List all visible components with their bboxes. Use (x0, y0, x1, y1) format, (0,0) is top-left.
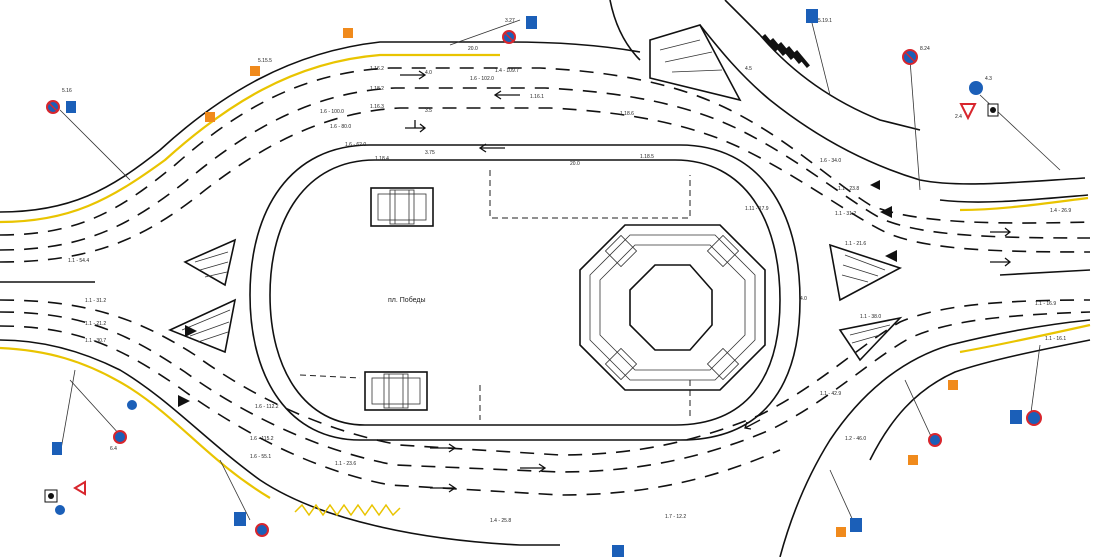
marking-label: 1.18.2 (370, 86, 384, 92)
marking-label: 1.6 - 55.1 (250, 454, 271, 460)
marking-label: 1.6 - 100.0 (320, 109, 344, 115)
warning-sign-icon (908, 455, 918, 465)
marking-label: 1.4 - 25.8 (490, 518, 511, 524)
marking-label: 1.1 - 31.2 (835, 211, 856, 217)
marking-label: 1.18.4 (375, 156, 389, 162)
marking-label: 1.1 - 54.4 (68, 258, 89, 264)
central-island (249, 144, 801, 441)
traffic-light-icon (987, 103, 999, 117)
marking-label: 1.1 - 31.2 (85, 298, 106, 304)
parking-sign-icon (66, 101, 76, 113)
information-sign-icon (612, 545, 624, 557)
marking-label: 1.1 - 23.8 (838, 186, 859, 192)
marking-label: 1.4 - 26.9 (1050, 208, 1071, 214)
information-sign-icon (52, 442, 62, 455)
lane-lines (0, 67, 1091, 496)
warning-sign-icon (836, 527, 846, 537)
information-sign-icon (234, 512, 246, 526)
width-label: 3.5 (425, 108, 432, 114)
sign-code: 5.16 (62, 88, 72, 94)
information-sign-icon (1010, 410, 1022, 424)
monument-octagon (579, 224, 766, 391)
width-label: 4.0 (425, 70, 432, 76)
width-label: 20.0 (468, 46, 478, 52)
marking-label: 1.6 - 115.2 (250, 436, 274, 442)
yield-markings (178, 180, 897, 407)
information-sign-icon (526, 16, 537, 29)
information-sign-icon (850, 518, 862, 532)
roundabout-sign-icon (55, 505, 65, 515)
no-stopping-sign-icon (255, 523, 269, 537)
marking-label: 1.18.6 (620, 111, 634, 117)
no-parking-sign-icon (113, 430, 127, 444)
marking-label: 1.1 - 16.9 (1035, 301, 1056, 307)
marking-label: 1.16.3 (370, 104, 384, 110)
marking-label: 1.1 - 38.0 (860, 314, 881, 320)
no-stopping-sign-icon (1026, 410, 1042, 426)
marking-label: 1.1 - 30.7 (85, 338, 106, 344)
marking-label: 1.2 - 46.0 (845, 436, 866, 442)
north-pavilion (370, 187, 434, 227)
marking-label: 1.16.2 (370, 66, 384, 72)
square-label: пл. Победы (388, 296, 425, 304)
sign-code: 2.4 (955, 114, 962, 120)
south-pavilion (364, 371, 428, 411)
sign-code: 6.4 (110, 446, 117, 452)
zigzag-marking (294, 503, 401, 517)
no-stopping-sign-icon (902, 49, 918, 65)
marking-label: 1.1 - 21.2 (85, 321, 106, 327)
marking-label: 1.6 - 102.0 (470, 76, 494, 82)
sign-code: 3.27 (505, 18, 515, 24)
width-label: 4.0 (800, 296, 807, 302)
marking-label: 1.1 - 21.6 (845, 241, 866, 247)
sign-code: 5.19.1 (818, 18, 832, 24)
pedestrian-sign-icon (127, 400, 137, 410)
lane-arrows (400, 70, 1012, 493)
give-way-sign-icon (73, 480, 86, 496)
marking-label: 1.6 - 112.2 (255, 404, 279, 410)
warning-sign-icon (250, 66, 260, 76)
annotations: пл. Победы 1.6 - 102.0 1.4 - 109.7 1.16.… (62, 18, 1071, 524)
sign-code: 4.3 (985, 76, 992, 82)
marking-label: 1.18.5 (640, 154, 654, 160)
no-parking-sign-icon (46, 100, 60, 114)
marking-label: 1.6 - 34.0 (820, 158, 841, 164)
marking-label: 1.16.1 (530, 94, 544, 100)
warning-sign-icon (948, 380, 958, 390)
marking-label: 1.7 - 12.2 (665, 514, 686, 520)
give-way-sign-icon (959, 103, 977, 121)
information-sign-icon (806, 9, 818, 23)
width-label: 3.75 (425, 150, 435, 156)
warning-sign-icon (205, 112, 215, 122)
marking-label: 1.6 - 62.0 (345, 142, 366, 148)
splitter-islands (167, 24, 903, 362)
marking-label: 1.11 - 17.9 (745, 206, 769, 212)
width-label: 20.0 (570, 161, 580, 167)
warning-sign-icon (343, 28, 353, 38)
road-signs (44, 9, 1042, 557)
sign-code: 5.15.5 (258, 58, 272, 64)
marking-label: 1.1 - 42.9 (820, 391, 841, 397)
no-parking-sign-icon (928, 433, 942, 447)
no-parking-sign-icon (502, 30, 516, 44)
width-label: 4.5 (745, 66, 752, 72)
crosswalks (762, 34, 810, 68)
marking-label: 1.4 - 109.7 (495, 68, 519, 74)
marking-label: 1.6 - 80.0 (330, 124, 351, 130)
traffic-light-icon (44, 489, 58, 503)
sign-leaders (59, 14, 1061, 526)
sign-code: 8.24 (920, 46, 930, 52)
roundabout-sign-icon (969, 81, 983, 95)
marking-label: 1.1 - 16.1 (1045, 336, 1066, 342)
marking-label: 1.1 - 23.6 (335, 461, 356, 467)
